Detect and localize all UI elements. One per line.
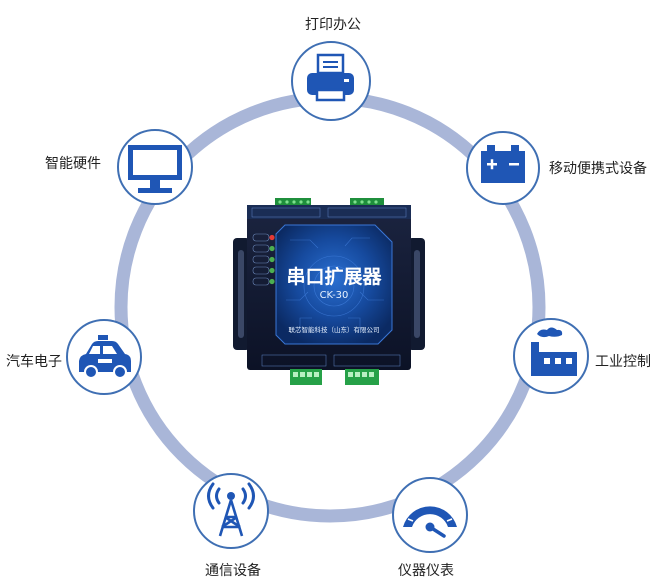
node-printing-office: 打印办公 — [291, 16, 371, 121]
node-label: 移动便携式设备 — [549, 160, 647, 177]
node-label: 智能硬件 — [45, 156, 101, 172]
device-company: 联芯智能科技（山东）有限公司 — [289, 325, 380, 334]
factory-icon — [531, 327, 577, 376]
device-front-panel — [275, 224, 393, 345]
monitor-icon — [128, 145, 182, 193]
node-communication: 通信设备 — [193, 473, 269, 579]
gauge-icon — [403, 498, 457, 538]
node-industrial-control: 工业控制 — [513, 318, 651, 394]
device-title: 串口扩展器 — [286, 266, 382, 288]
node-smart-hardware: 智能硬件 — [45, 129, 193, 205]
terminal-block-top — [275, 198, 384, 207]
car-icon — [79, 335, 131, 379]
serial-expander-device: 串口扩展器 CK-30 联芯智能科技（山东）有限公司 — [233, 198, 425, 385]
antenna-tower-icon — [207, 482, 255, 537]
terminal-block-bottom — [290, 369, 379, 385]
status-leds — [252, 233, 275, 286]
node-instruments: 仪器仪表 — [392, 477, 468, 579]
node-label: 打印办公 — [305, 16, 361, 33]
node-mobile-portable: 移动便携式设备 — [466, 131, 647, 205]
node-automotive-electronics: 汽车电子 — [6, 319, 142, 395]
device-model: CK-30 — [320, 290, 349, 301]
battery-icon — [481, 145, 525, 183]
circuit-pattern — [286, 237, 384, 330]
node-label: 仪器仪表 — [398, 563, 454, 579]
node-label: 汽车电子 — [6, 353, 62, 370]
node-label: 工业控制 — [595, 354, 651, 370]
printer-icon — [307, 53, 354, 102]
node-label: 通信设备 — [205, 562, 261, 579]
